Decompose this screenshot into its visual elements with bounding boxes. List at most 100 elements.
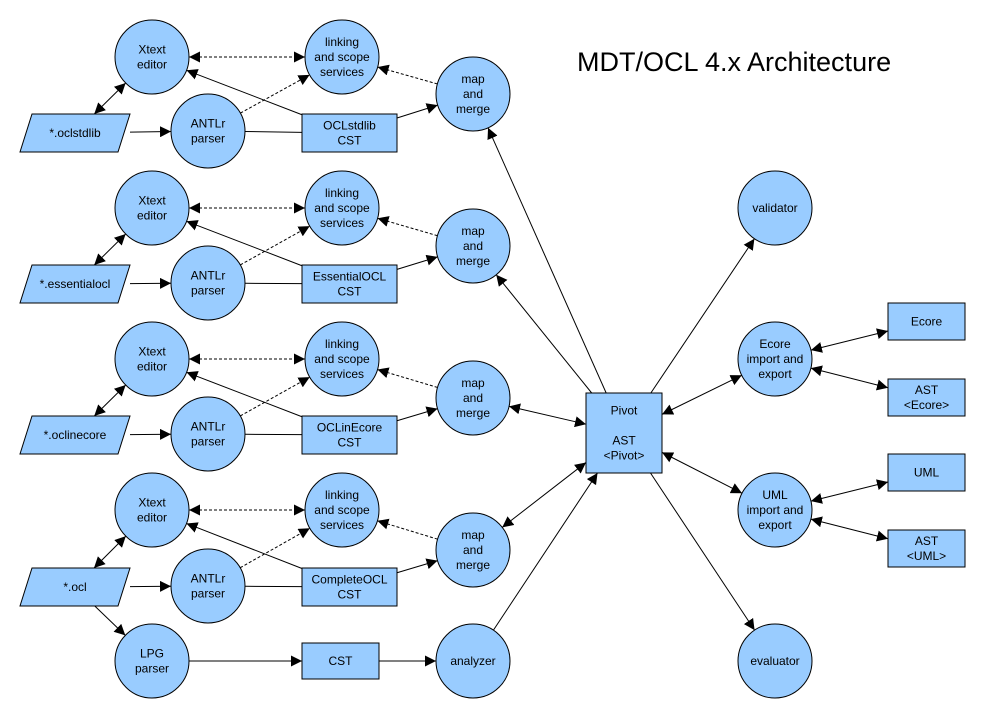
node-uml-box: UML bbox=[887, 453, 966, 492]
edge-pivot-to-evaluator bbox=[650, 472, 755, 631]
edge-pivot-to-merge-2 bbox=[495, 274, 593, 394]
node-shape bbox=[170, 548, 246, 624]
edge-pivot-to-merge-4 bbox=[501, 462, 587, 528]
node-shape bbox=[114, 623, 190, 699]
node-label: evaluator bbox=[750, 654, 799, 668]
node-label: *.oclstdlib bbox=[49, 126, 101, 140]
edge-ecore-ie-to-ecore bbox=[810, 328, 889, 353]
edge-file-4-to-lpg bbox=[94, 605, 126, 636]
edge-cst-4-to-xtext-4 bbox=[186, 522, 303, 569]
edge-cst-1-to-xtext-1 bbox=[186, 69, 303, 116]
node-label: analyzer bbox=[450, 654, 495, 668]
node-shape bbox=[737, 623, 813, 699]
node-shape bbox=[435, 512, 511, 588]
node-shape bbox=[737, 321, 813, 397]
edge-file-1-to-xtext-1 bbox=[93, 82, 127, 115]
node-shape bbox=[887, 378, 966, 417]
node-label: CST bbox=[329, 654, 354, 668]
edges-layer bbox=[93, 51, 889, 667]
node-file-2-file: *.essentialocl bbox=[19, 264, 131, 304]
node-shape bbox=[19, 567, 131, 607]
node-shape bbox=[737, 472, 813, 548]
node-label: validator bbox=[752, 201, 797, 215]
node-label: UML bbox=[914, 466, 940, 480]
node-label: *.oclinecore bbox=[44, 428, 107, 442]
edge-analyzer-to-pivot bbox=[493, 472, 598, 631]
node-analyzer-circle: analyzer bbox=[435, 623, 511, 699]
node-label: AST<Ecore> bbox=[904, 383, 949, 412]
node-shape bbox=[170, 396, 246, 472]
node-file-3-file: *.oclinecore bbox=[19, 415, 131, 455]
node-shape bbox=[170, 93, 246, 169]
node-shape bbox=[114, 472, 190, 548]
node-shape bbox=[170, 245, 246, 321]
node-shape bbox=[114, 19, 190, 95]
node-ecore-box: Ecore bbox=[887, 302, 966, 341]
node-shape bbox=[887, 529, 966, 568]
node-shape bbox=[435, 360, 511, 436]
node-shape bbox=[887, 453, 966, 492]
edge-pivot-to-validator bbox=[650, 238, 755, 394]
edge-antlr-1-to-linking-1 bbox=[240, 74, 310, 114]
node-validator-circle: validator bbox=[737, 170, 813, 246]
node-cst-lpg-box: CST bbox=[301, 642, 380, 680]
node-shape bbox=[737, 170, 813, 246]
edge-cst-3-to-xtext-3 bbox=[186, 371, 303, 418]
node-shape bbox=[435, 208, 511, 284]
node-shape bbox=[301, 113, 398, 153]
edge-uml-ie-to-ast-uml bbox=[810, 516, 889, 542]
node-shape bbox=[301, 642, 380, 680]
edge-antlr-3-to-linking-3 bbox=[240, 376, 310, 417]
node-shape bbox=[435, 623, 511, 699]
edge-merge-2-to-linking-2 bbox=[377, 216, 438, 237]
edge-uml-ie-to-uml bbox=[810, 479, 889, 504]
node-shape bbox=[887, 302, 966, 341]
edge-file-4-to-xtext-4 bbox=[93, 535, 127, 569]
edge-file-2-to-xtext-2 bbox=[93, 233, 127, 266]
edge-antlr-1-to-cst-1 bbox=[244, 131, 303, 133]
node-ast-uml-box: AST<UML> bbox=[887, 529, 966, 568]
edge-pivot-to-merge-3 bbox=[508, 403, 587, 428]
node-label: AST<UML> bbox=[907, 534, 946, 563]
node-shape bbox=[435, 56, 511, 132]
edge-antlr-2-to-linking-2 bbox=[240, 225, 310, 266]
node-shape bbox=[304, 321, 380, 397]
node-shape bbox=[304, 19, 380, 95]
node-shape bbox=[19, 113, 131, 153]
node-shape bbox=[301, 264, 398, 304]
node-ast-ecore-box: AST<Ecore> bbox=[887, 378, 966, 417]
